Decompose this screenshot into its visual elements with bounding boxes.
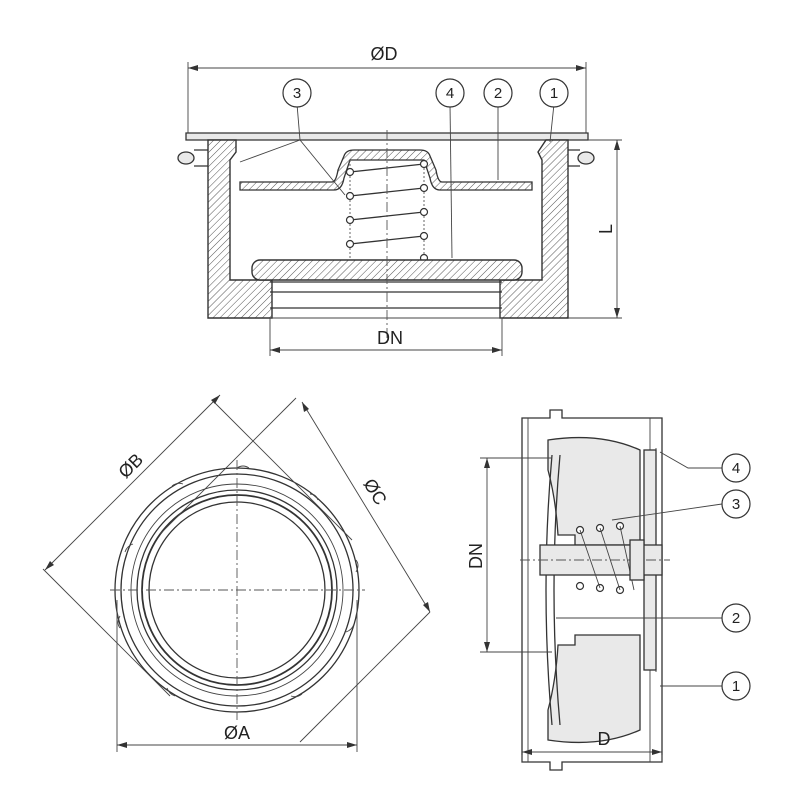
callout-2-top: 2 — [483, 78, 513, 108]
svg-text:4: 4 — [732, 460, 740, 477]
d-label: D — [598, 729, 611, 749]
svg-text:2: 2 — [732, 610, 740, 627]
guide-plate — [239, 149, 533, 191]
callout-3-side: 3 — [721, 489, 751, 519]
svg-text:1: 1 — [732, 678, 740, 695]
svg-text:1: 1 — [550, 85, 558, 102]
svg-text:2: 2 — [494, 85, 502, 102]
callout-3-top: 3 — [282, 78, 312, 108]
dn-side-label: DN — [466, 543, 486, 569]
dn-top-label: DN — [377, 328, 403, 348]
callout-1-side: 1 — [721, 671, 751, 701]
body-right-wall — [499, 139, 569, 319]
section-view: ØD — [177, 44, 622, 356]
svg-text:3: 3 — [293, 85, 301, 102]
side-view: DN D 4 3 2 1 — [466, 409, 751, 771]
body-left-wall — [207, 139, 273, 319]
callout-1-top: 1 — [539, 78, 569, 108]
oc-dimension-line — [301, 401, 431, 613]
callout-4-top: 4 — [435, 78, 465, 108]
oa-label: ØA — [224, 723, 250, 743]
od-label: ØD — [371, 44, 398, 64]
svg-text:4: 4 — [446, 85, 454, 102]
callout-2-side: 2 — [721, 603, 751, 633]
l-label: L — [596, 224, 616, 234]
callout-4-side: 4 — [721, 453, 751, 483]
front-view: ØA ØB ØC — [42, 394, 431, 752]
ob-label: ØB — [114, 449, 147, 482]
svg-text:3: 3 — [732, 496, 740, 513]
ob-dimension-line — [44, 394, 221, 571]
